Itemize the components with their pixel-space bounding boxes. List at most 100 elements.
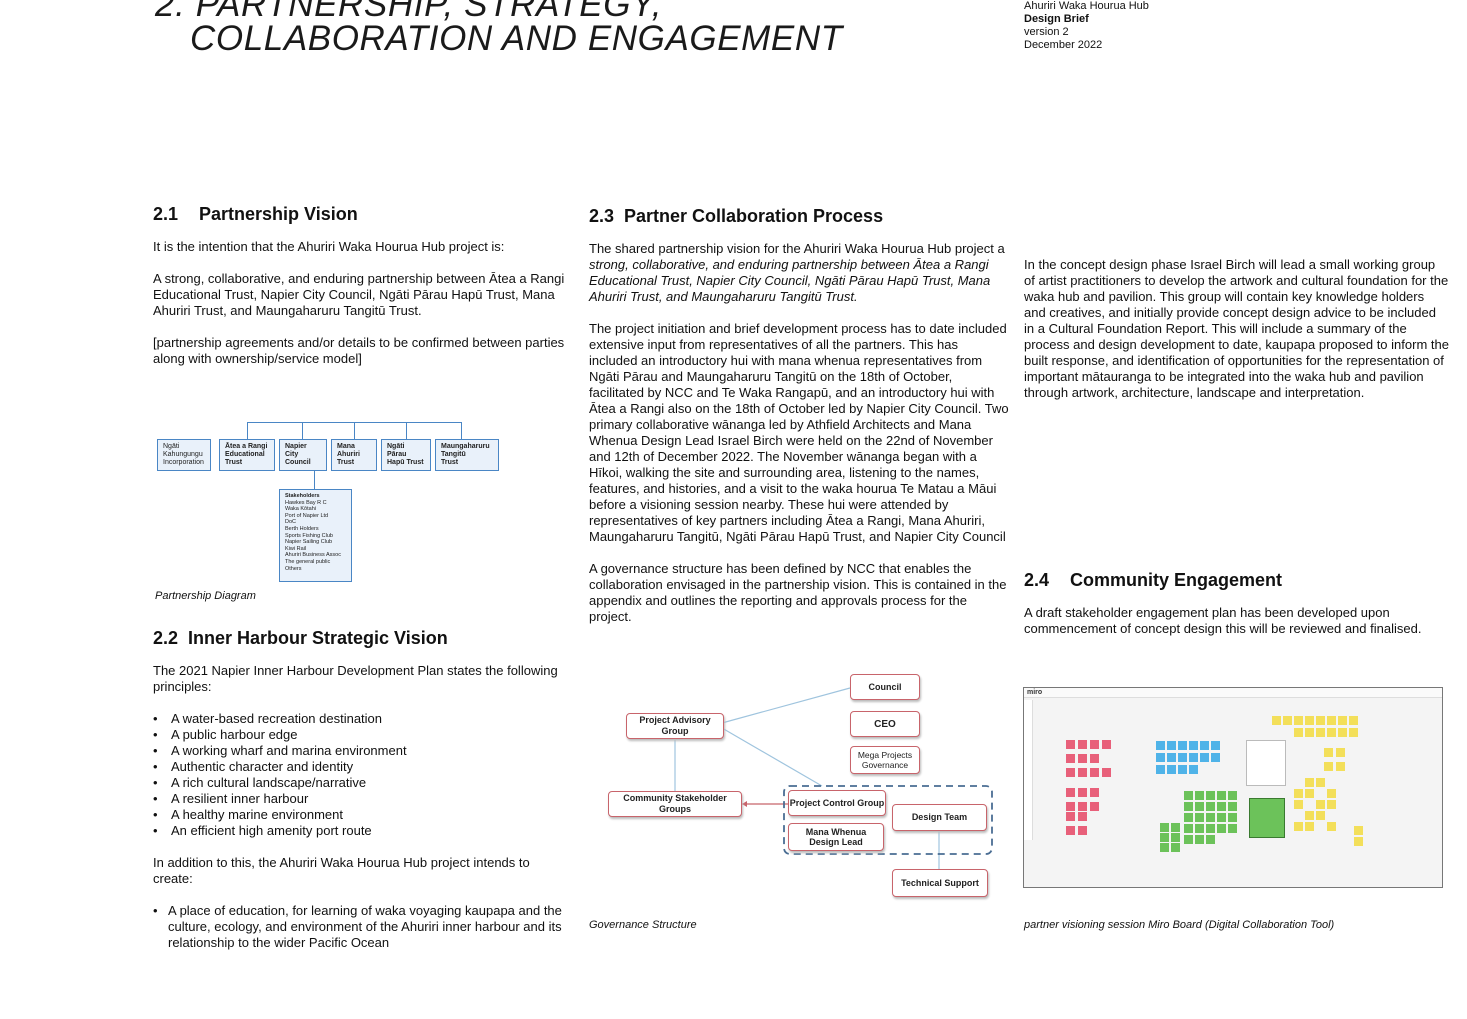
- sticky-note: [1272, 716, 1281, 725]
- sticky-note: [1316, 811, 1325, 820]
- sticky-note: [1167, 741, 1176, 750]
- sticky-note: [1316, 800, 1325, 809]
- sticky-note: [1217, 791, 1226, 800]
- sticky-note: [1228, 791, 1237, 800]
- principles-list: A water-based recreation destination A p…: [153, 711, 573, 839]
- sticky-note: [1327, 822, 1336, 831]
- sticky-note: [1305, 716, 1314, 725]
- sticky-note: [1283, 716, 1292, 725]
- paragraph: The project initiation and brief develop…: [589, 321, 1009, 544]
- sticky-note: [1195, 802, 1204, 811]
- list-item: A public harbour edge: [153, 727, 573, 743]
- sticky-note: [1206, 802, 1215, 811]
- document-version: version 2: [1024, 26, 1069, 38]
- sticky-note: [1324, 748, 1333, 757]
- sticky-note: [1206, 824, 1215, 833]
- page-title-line-1: 2. PARTNERSHIP, STRATEGY,: [155, 0, 663, 24]
- sticky-note: [1349, 728, 1358, 737]
- sticky-note: [1327, 789, 1336, 798]
- sticky-note: [1206, 813, 1215, 822]
- section-number: 2.3: [589, 206, 615, 226]
- sticky-note: [1184, 802, 1193, 811]
- connector-line: [302, 422, 304, 439]
- sticky-note: [1189, 753, 1198, 762]
- sticky-note: [1206, 791, 1215, 800]
- diagram-box-partner: Ngāti Pārau Hapū Trust: [381, 439, 431, 471]
- list-item: A place of education, for learning of wa…: [153, 903, 573, 951]
- sticky-note: [1195, 813, 1204, 822]
- sticky-note: [1066, 754, 1075, 763]
- paragraph: In addition to this, the Ahuriri Waka Ho…: [153, 855, 530, 886]
- sticky-note: [1294, 822, 1303, 831]
- sticky-note: [1294, 716, 1303, 725]
- sticky-note: [1184, 835, 1193, 844]
- figure-caption: partner visioning session Miro Board (Di…: [1024, 919, 1335, 931]
- section-title: Community Engagement: [1070, 570, 1283, 590]
- paragraph: A strong, collaborative, and enduring pa…: [153, 271, 565, 318]
- sticky-note: [1316, 716, 1325, 725]
- sticky-note: [1217, 813, 1226, 822]
- connector-line: [247, 422, 249, 439]
- sticky-note: [1156, 741, 1165, 750]
- document-meta: Ahuriri Waka Hourua Hub Design Brief ver…: [1024, 0, 1149, 52]
- sticky-note: [1217, 802, 1226, 811]
- design-team-box: Design Team: [892, 804, 987, 831]
- partnership-diagram: Ngāti Kahungungu Incorporation Ātea a Ra…: [155, 420, 505, 585]
- sticky-note: [1160, 823, 1169, 832]
- sticky-note: [1167, 765, 1176, 774]
- sticky-note: [1305, 778, 1314, 787]
- miro-board-screenshot: miro: [1023, 687, 1443, 888]
- list-item: A working wharf and marina environment: [153, 743, 573, 759]
- project-control-group-box: Project Control Group: [788, 790, 886, 816]
- paragraph: The shared partnership vision for the Ah…: [589, 241, 1005, 304]
- figure-caption: Governance Structure: [589, 919, 697, 931]
- sticky-note: [1338, 716, 1347, 725]
- list-item: A rich cultural landscape/narrative: [153, 775, 573, 791]
- section-number: 2.1: [153, 204, 179, 224]
- sticky-note: [1066, 768, 1075, 777]
- mega-projects-box: Mega Projects Governance: [850, 746, 920, 774]
- connector-line: [461, 422, 463, 439]
- diagram-box-partner: Maungaharuru Tangitū Trust: [435, 439, 499, 471]
- ceo-box: CEO: [850, 711, 920, 737]
- sticky-note: [1305, 789, 1314, 798]
- sticky-note: [1305, 728, 1314, 737]
- diagram-box-left: Ngāti Kahungungu Incorporation: [157, 439, 211, 471]
- sticky-note: [1294, 800, 1303, 809]
- sticky-note: [1078, 754, 1087, 763]
- paragraph: [partnership agreements and/or details t…: [153, 335, 565, 366]
- sticky-note: [1102, 768, 1111, 777]
- diagram-box-partner: Ātea a Rangi Educational Trust: [219, 439, 275, 471]
- sticky-note: [1305, 822, 1314, 831]
- project-name: Ahuriri Waka Hourua Hub: [1024, 0, 1149, 12]
- sticky-note: [1354, 837, 1363, 846]
- sticky-note: [1160, 833, 1169, 842]
- sticky-note: [1184, 813, 1193, 822]
- paragraph: It is the intention that the Ahuriri Wak…: [153, 239, 505, 254]
- sticky-note: [1206, 835, 1215, 844]
- document-type: Design Brief: [1024, 13, 1089, 25]
- sticky-note: [1200, 741, 1209, 750]
- sticky-note: [1066, 826, 1075, 835]
- sticky-note: [1066, 740, 1075, 749]
- sticky-note: [1090, 788, 1099, 797]
- sticky-note: [1184, 791, 1193, 800]
- sticky-note: [1178, 753, 1187, 762]
- section-2-1-body: It is the intention that the Ahuriri Wak…: [153, 239, 578, 383]
- miro-logo: miro: [1027, 689, 1043, 696]
- diagram-box-partner: Mana Ahuriri Trust: [331, 439, 377, 471]
- diagram-box-partner: Napier City Council: [279, 439, 327, 471]
- intent-list: A place of education, for learning of wa…: [153, 903, 573, 951]
- sticky-note: [1228, 802, 1237, 811]
- sticky-note: [1066, 802, 1075, 811]
- sticky-note: [1324, 762, 1333, 771]
- sticky-note: [1211, 753, 1220, 762]
- sticky-note: [1160, 843, 1169, 852]
- cultural-foundation-paragraph: In the concept design phase Israel Birch…: [1024, 257, 1449, 400]
- sticky-note: [1078, 812, 1087, 821]
- sticky-note: [1090, 740, 1099, 749]
